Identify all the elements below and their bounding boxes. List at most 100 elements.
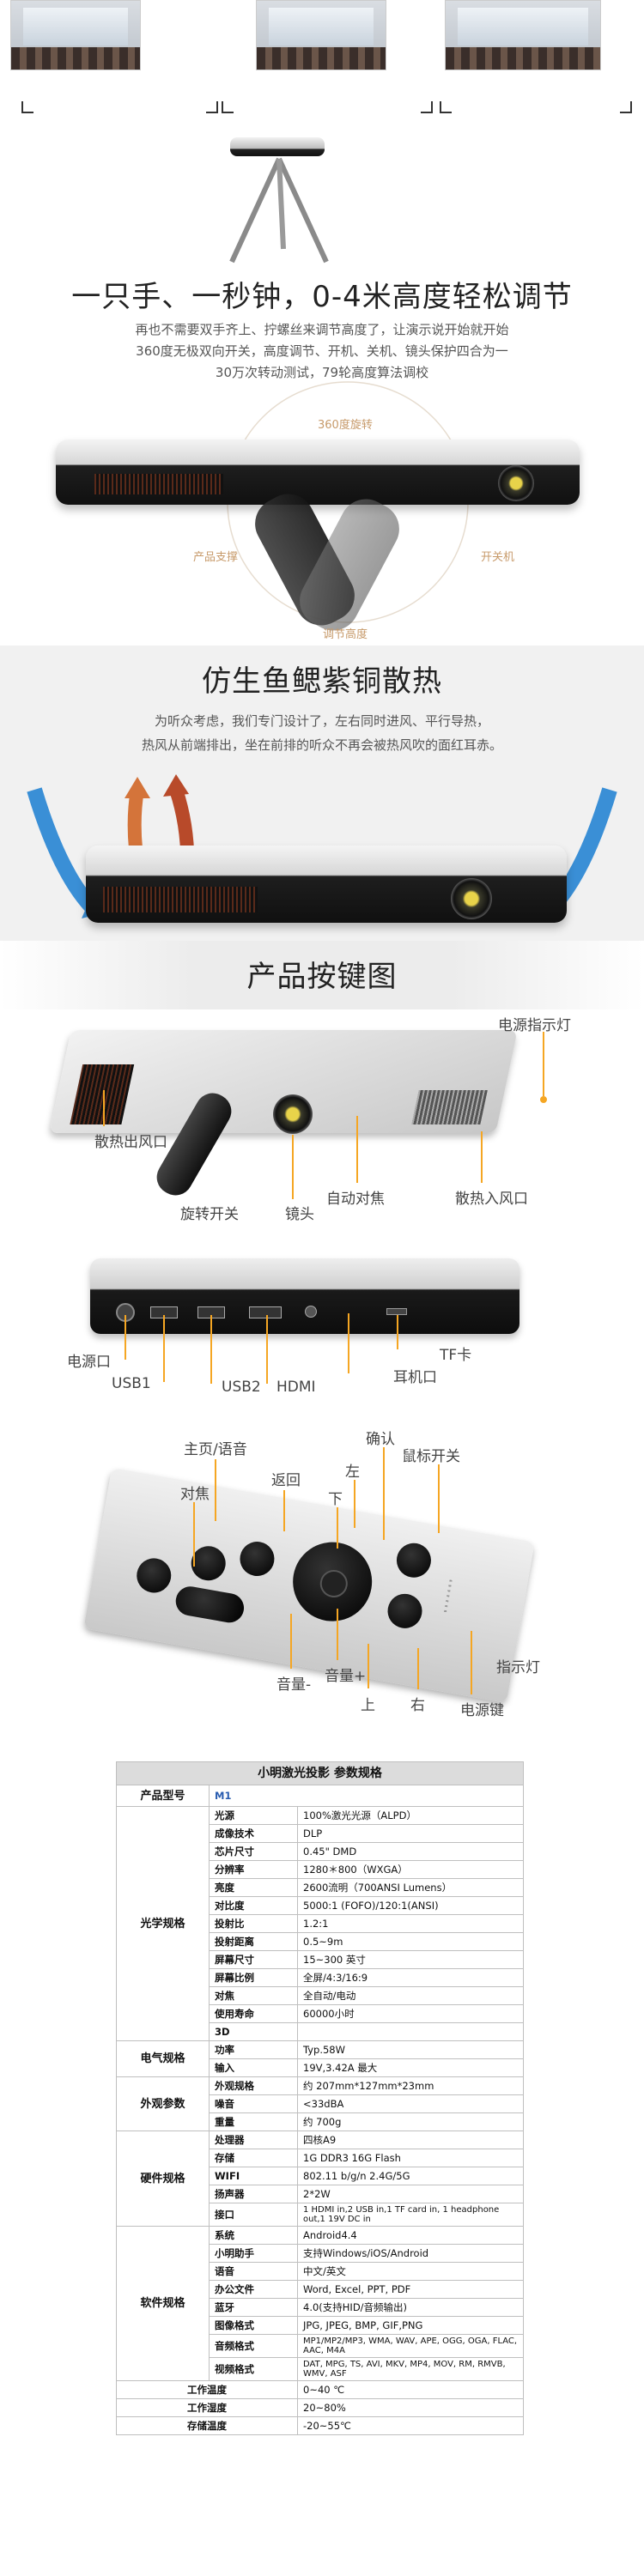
lens-front [273, 1094, 313, 1134]
back-button[interactable] [237, 1538, 277, 1579]
stand-label: 产品支撑 [193, 551, 239, 564]
spec-value: 支持Windows/iOS/Android [297, 2244, 524, 2263]
volume-rocker[interactable] [173, 1584, 246, 1625]
remote-control [83, 1468, 535, 1703]
spec-value: <33dBA [297, 2094, 524, 2113]
leader-line [471, 1631, 472, 1694]
spec-key: 工作湿度 [116, 2398, 298, 2417]
height-adjust-title: 一只手、一秒钟，0-4米高度轻松调节 [71, 280, 573, 314]
spec-value: Word, Excel, PPT, PDF [297, 2280, 524, 2299]
spec-model-row: 产品型号 M1 [116, 1785, 524, 1807]
spec-key: 重量 [209, 2112, 298, 2131]
projector-on-tripod [230, 137, 325, 156]
spec-key: 芯片尺寸 [209, 1842, 298, 1861]
spec-key: 系统 [209, 2226, 298, 2245]
spec-value: 中文/英文 [297, 2262, 524, 2281]
description-line: 热风从前端排出，坐在前排的听众不再会被热风吹的面红耳赤。 [141, 737, 502, 753]
spec-key: 输入 [209, 2058, 298, 2077]
projection-photo-1 [10, 0, 141, 70]
corner-mark [222, 101, 234, 113]
spec-value: 1280＊800（WXGA） [297, 1860, 524, 1879]
spec-key: WIFI [209, 2167, 298, 2185]
spec-value: 1G DDR3 16G Flash [297, 2149, 524, 2167]
lens-label: 镜头 [285, 1206, 314, 1223]
spec-value: 0.45" DMD [297, 1842, 524, 1861]
spec-key: 音频格式 [209, 2334, 298, 2358]
projector-cooling-view [86, 846, 567, 923]
spec-value: 2*2W [297, 2185, 524, 2203]
leader-line [163, 1315, 165, 1382]
spec-key: 屏幕尺寸 [209, 1950, 298, 1969]
spec-value: 0~40 ℃ [297, 2380, 524, 2399]
cooling-description: 为听众考虑，我们专门设计了，左右同时进风、平行导热， 热风从前端排出，坐在前排的… [69, 709, 575, 757]
power-led-label: 电源指示灯 [498, 1017, 571, 1034]
spec-group-name: 电气规格 [116, 2040, 210, 2077]
tf-label: TF卡 [440, 1347, 472, 1364]
spec-value: 1 HDMI in,2 USB in,1 TF card in, 1 headp… [297, 2203, 524, 2227]
leader-line [283, 1490, 285, 1531]
ok-label: 确认 [366, 1431, 395, 1448]
power-port-label: 电源口 [67, 1354, 111, 1371]
back-label: 返回 [271, 1472, 301, 1489]
spec-value: 15~300 英寸 [297, 1950, 524, 1969]
spec-value: 100%激光光源（ALPD） [297, 1806, 524, 1825]
spec-group-name: 软件规格 [116, 2226, 210, 2381]
spec-value: 约 700g [297, 2112, 524, 2131]
focus-button[interactable] [134, 1555, 174, 1596]
description-line: 再也不需要双手齐上、拧螺丝来调节高度了，让演示说开始就开始 [135, 322, 509, 337]
spec-value: Typ.58W [297, 2040, 524, 2059]
indicator-label: 指示灯 [496, 1659, 540, 1676]
spec-key: 接口 [209, 2203, 298, 2227]
spec-key: 扬声器 [209, 2185, 298, 2203]
corner-mark [620, 101, 632, 113]
mouse-toggle-label: 鼠标开关 [402, 1448, 460, 1465]
spec-value: 四核A9 [297, 2131, 524, 2149]
description-line: 30万次转动测试，79轮高度算法调校 [215, 365, 429, 380]
spec-value: DLP [297, 1824, 524, 1843]
spec-value: 802.11 b/g/n 2.4G/5G [297, 2167, 524, 2185]
headphone-label: 耳机口 [393, 1369, 437, 1386]
spec-key: 投射比 [209, 1914, 298, 1933]
spec-key: 成像技术 [209, 1824, 298, 1843]
spec-value [297, 2022, 524, 2041]
spec-row: 重量约 700g [117, 2112, 524, 2131]
power-button[interactable] [385, 1591, 425, 1631]
mouse-toggle-button[interactable] [393, 1540, 434, 1580]
rotate-360-label: 360度旋转 [318, 419, 373, 432]
spec-row: 小明助手支持Windows/iOS/Android [117, 2244, 524, 2263]
spec-header-row: 小明激光投影 参数规格 [116, 1761, 524, 1785]
leader-line [210, 1315, 212, 1384]
tf-slot [386, 1308, 407, 1315]
headphone-port [305, 1306, 317, 1318]
spec-key: 语音 [209, 2262, 298, 2281]
leader-line [337, 1609, 338, 1660]
spec-key: 3D [209, 2022, 298, 2041]
usb1-label: USB1 [112, 1375, 151, 1392]
spec-row: 硬件规格处理器四核A9 [116, 2131, 524, 2227]
spec-value: 0.5~9m [297, 1932, 524, 1951]
left-label: 左 [345, 1464, 360, 1481]
corner-mark [206, 101, 218, 113]
leader-dot [540, 1096, 547, 1103]
cooling-title: 仿生鱼鳃紫铜散热 [202, 664, 442, 699]
description-line: 360度无极双向开关，高度调节、开机、关机、镜头保护四合为一 [136, 343, 508, 359]
exhaust-label: 散热出风口 [94, 1134, 167, 1151]
spec-row: 3D [117, 2022, 524, 2041]
height-label: 调节高度 [323, 628, 368, 641]
leader-line [103, 1090, 105, 1126]
spec-key: 亮度 [209, 1878, 298, 1897]
buttons-diagram-title: 产品按键图 [246, 960, 398, 994]
leader-line [292, 1135, 294, 1199]
projection-photo-3 [445, 0, 601, 70]
